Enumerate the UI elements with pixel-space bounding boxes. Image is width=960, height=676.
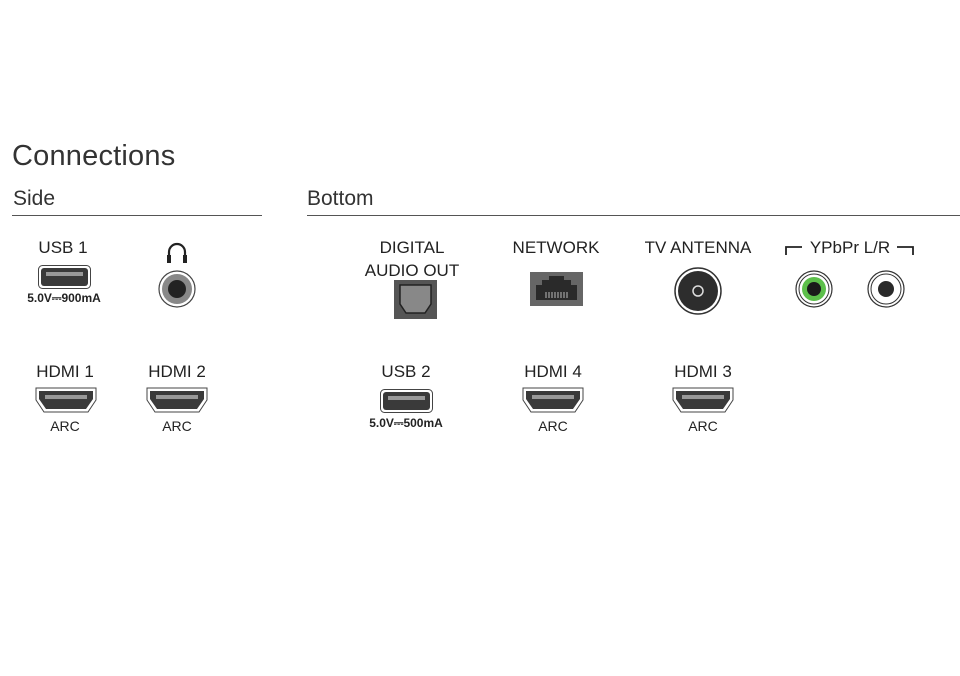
hdmi-port-icon	[672, 387, 734, 413]
usb2-label: USB 2	[381, 362, 431, 381]
hdmi-port-icon	[522, 387, 584, 413]
hdmi1-label: HDMI 1	[36, 362, 94, 381]
ethernet-port-icon	[530, 272, 583, 306]
ypbpr-bracket	[785, 246, 914, 255]
usb2-spec: 5.0V⎓500mA	[369, 416, 443, 430]
ypbpr-label: YPbPr L/R	[809, 238, 891, 257]
usb-port-icon	[38, 265, 91, 289]
usb-port-icon	[380, 389, 433, 413]
usb1-spec: 5.0V⎓900mA	[27, 291, 101, 305]
hdmi-port-icon	[146, 387, 208, 413]
hdmi-port-icon	[35, 387, 97, 413]
network-label: NETWORK	[512, 238, 600, 257]
headphone-icon	[167, 242, 187, 263]
side-divider	[12, 215, 262, 216]
hdmi3-label: HDMI 3	[674, 362, 732, 381]
section-side-heading: Side	[13, 187, 56, 210]
hdmi3-arc: ARC	[688, 418, 718, 434]
hdmi4-label: HDMI 4	[524, 362, 582, 381]
hdmi2-label: HDMI 2	[148, 362, 206, 381]
usb1-label: USB 1	[38, 238, 88, 257]
hdmi1-arc: ARC	[50, 418, 80, 434]
headphone-jack-icon	[158, 270, 196, 308]
hdmi4-arc: ARC	[538, 418, 568, 434]
section-bottom-heading: Bottom	[307, 187, 374, 210]
ypbpr-green-jack-icon	[795, 270, 833, 308]
bottom-divider	[307, 215, 960, 216]
antenna-label: TV ANTENNA	[644, 238, 752, 257]
antenna-port-icon	[674, 267, 722, 315]
digital-audio-label-1: DIGITAL	[379, 238, 445, 257]
optical-port-icon	[394, 280, 437, 319]
page-title: Connections	[12, 140, 176, 172]
ypbpr-white-jack-icon	[867, 270, 905, 308]
hdmi2-arc: ARC	[162, 418, 192, 434]
digital-audio-label-2: AUDIO OUT	[364, 261, 460, 280]
